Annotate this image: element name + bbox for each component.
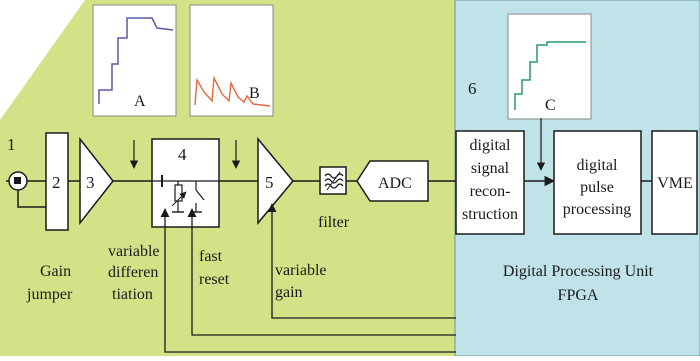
vme-label: VME bbox=[657, 175, 693, 192]
dsr-line-2: signal bbox=[471, 160, 510, 177]
resistor-icon bbox=[174, 184, 183, 202]
gain-jumper-block: 2 bbox=[45, 132, 69, 231]
digital-pulse-processing-block: digital pulse processing bbox=[553, 130, 642, 235]
inset-b-label: B bbox=[249, 85, 260, 102]
variable-gain-line-1: variable bbox=[275, 262, 327, 279]
number-3: 3 bbox=[86, 173, 95, 192]
adc-block: ADC bbox=[356, 160, 429, 202]
inset-b: B bbox=[189, 4, 274, 117]
trace-a-waveform bbox=[98, 17, 174, 104]
bnc-connector-icon bbox=[6, 171, 46, 208]
fpga-label: FPGA bbox=[558, 287, 599, 304]
feedback-lines bbox=[160, 203, 456, 353]
differentiation-block: 4 bbox=[151, 138, 220, 228]
variable-differentiation-line-1: variable bbox=[108, 243, 160, 260]
filter-wave-icon bbox=[324, 171, 344, 191]
inset-a: A bbox=[92, 4, 177, 117]
fast-reset-line-1: fast bbox=[199, 248, 223, 265]
filter-label: filter bbox=[318, 214, 350, 231]
gain-jumper-line-2: jumper bbox=[26, 286, 73, 303]
inset-c: C bbox=[507, 13, 592, 120]
preamplifier-triangle: 3 bbox=[79, 136, 114, 226]
variable-gain-line-2: gain bbox=[275, 284, 303, 301]
dsr-line-3: recon- bbox=[470, 183, 511, 200]
number-4: 4 bbox=[178, 145, 187, 164]
fast-reset-line-2: reset bbox=[199, 271, 230, 288]
trace-b-waveform bbox=[194, 75, 271, 107]
adc-label: ADC bbox=[378, 175, 412, 192]
number-2: 2 bbox=[52, 173, 61, 192]
number-1: 1 bbox=[7, 135, 16, 154]
inset-a-label: A bbox=[134, 93, 146, 110]
variable-differentiation-line-3: tiation bbox=[112, 286, 153, 303]
dpp-line-2: pulse bbox=[580, 179, 614, 196]
digital-signal-reconstruction-block: digital signal recon- struction bbox=[455, 130, 525, 235]
filter-block: filter bbox=[318, 166, 350, 231]
variable-gain-amplifier: 5 bbox=[257, 136, 294, 226]
number-6: 6 bbox=[468, 79, 477, 98]
trace-c-waveform bbox=[514, 41, 586, 110]
dsr-line-4: struction bbox=[462, 206, 518, 223]
dsr-line-1: digital bbox=[470, 137, 511, 154]
variable-differentiation-line-2: differen bbox=[108, 264, 158, 281]
number-5: 5 bbox=[265, 173, 274, 192]
vme-block: VME bbox=[651, 130, 698, 235]
dpp-line-3: processing bbox=[563, 201, 631, 218]
gain-jumper-line-1: Gain bbox=[40, 263, 71, 280]
digital-processing-unit-label: Digital Processing Unit bbox=[503, 263, 654, 280]
dpp-line-1: digital bbox=[577, 157, 618, 174]
inset-c-label: C bbox=[545, 97, 556, 114]
